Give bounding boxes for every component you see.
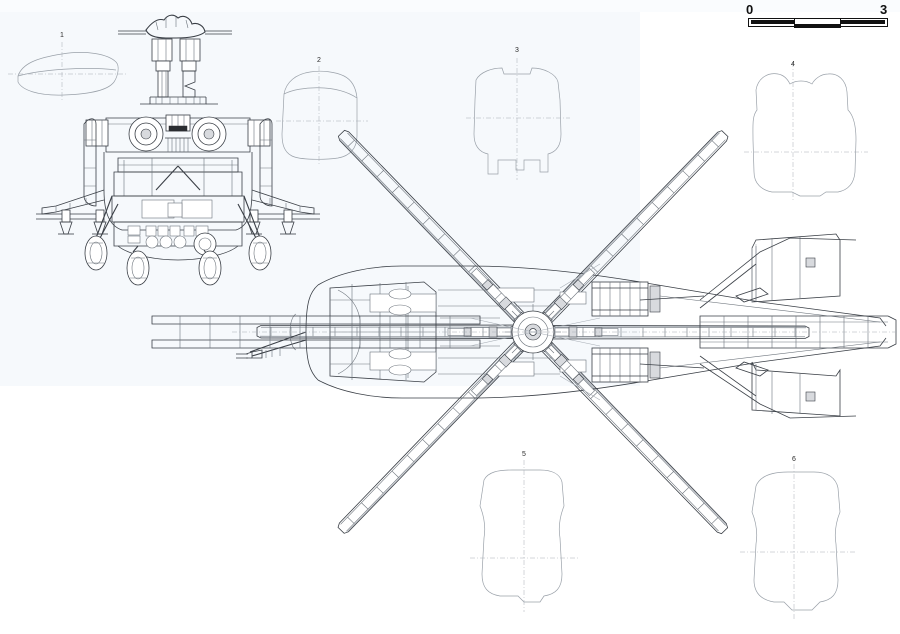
scale-bar-segment-3	[841, 20, 885, 24]
landing-gear-front	[84, 195, 272, 286]
section-label-6: 6	[792, 456, 796, 463]
section-label-5: 5	[522, 451, 526, 458]
scale-bar-segment-2	[794, 24, 841, 28]
front-elevation-view	[36, 14, 320, 286]
plan-view	[151, 128, 898, 536]
scale-bar-tick-group	[794, 18, 841, 27]
cross-section-5-shape	[470, 460, 578, 612]
section-label-3: 3	[515, 47, 519, 54]
coaxial-rotor-head-detail	[118, 14, 232, 105]
cross-section-6-shape	[740, 464, 856, 620]
section-label-4: 4	[791, 61, 795, 68]
scale-bar-start-label: 0	[746, 2, 754, 17]
cross-section-2-shape	[276, 66, 368, 166]
engine-deck	[85, 114, 271, 153]
scale-bar-segment-1	[751, 20, 794, 24]
section-label-2: 2	[317, 57, 321, 64]
fuselage-front	[103, 152, 253, 261]
tail-details	[559, 263, 705, 401]
section-label-1: 1	[60, 32, 64, 39]
cross-section-4-shape	[744, 62, 868, 202]
fuselage-plan	[236, 265, 887, 399]
tail-surfaces	[659, 233, 897, 419]
scale-bar-end-label: 3	[880, 2, 888, 17]
cross-section-3-shape	[466, 58, 570, 180]
cross-section-1-shape	[8, 42, 126, 100]
